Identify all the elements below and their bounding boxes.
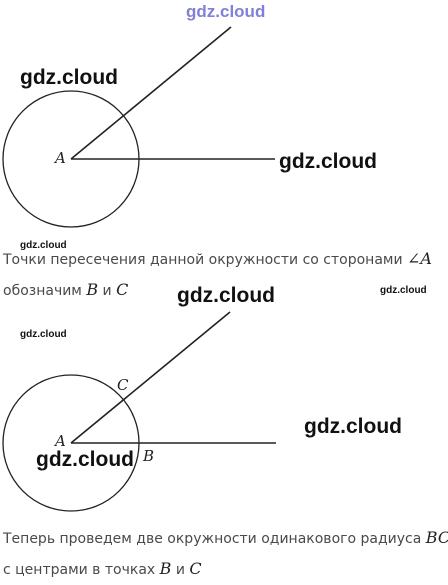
- watermark-small-left-1: gdz.cloud: [20, 240, 67, 251]
- paragraph-line: Теперь проведем две окружности одинаково…: [3, 523, 448, 554]
- text-segment: обозначим: [3, 283, 87, 299]
- math-point-b: B: [86, 280, 99, 299]
- point-label-c: C: [117, 376, 129, 394]
- text-segment: Теперь проведем две окружности одинаково…: [3, 531, 426, 547]
- watermark-small-right: gdz.cloud: [380, 285, 427, 296]
- text-segment: и: [98, 283, 117, 299]
- text-segment: с центрами в точках: [3, 562, 160, 578]
- watermark-top: gdz.cloud: [186, 2, 266, 21]
- angle-figure-1: A: [2, 26, 275, 228]
- watermark-fig2-bottom: gdz.cloud: [36, 448, 134, 471]
- text-segment: Точки пересечения данной окружности со с…: [3, 252, 408, 268]
- math-point-c: C: [189, 559, 202, 578]
- math-segment-bc: BC: [425, 528, 448, 547]
- text-segment: и: [171, 562, 190, 578]
- math-point-b: B: [159, 559, 172, 578]
- watermark-fig1-left: gdz.cloud: [20, 66, 118, 89]
- paragraph-draw-circles: Теперь проведем две окружности одинаково…: [3, 523, 448, 585]
- paragraph-line: Точки пересечения данной окружности со с…: [3, 244, 432, 275]
- paragraph-line: обозначим B и C: [3, 275, 432, 306]
- angle-ray-upper: [70, 311, 231, 444]
- math-point-c: C: [116, 280, 129, 299]
- angle-ray-upper: [70, 26, 232, 160]
- vertex-label-a: A: [53, 432, 66, 450]
- watermark-small-left-2: gdz.cloud: [20, 329, 67, 340]
- watermark-fig2-right: gdz.cloud: [304, 415, 402, 438]
- paragraph-line: с центрами в точках B и C: [3, 554, 448, 585]
- watermark-fig1-right: gdz.cloud: [279, 150, 377, 173]
- math-angle-a: ∠A: [407, 249, 432, 268]
- watermark-middle: gdz.cloud: [177, 284, 275, 307]
- point-label-b: B: [142, 447, 154, 465]
- paragraph-intersection-points: Точки пересечения данной окружности со с…: [3, 244, 432, 306]
- angle-figure-2: A B C: [2, 311, 276, 512]
- vertex-label-a: A: [53, 149, 66, 167]
